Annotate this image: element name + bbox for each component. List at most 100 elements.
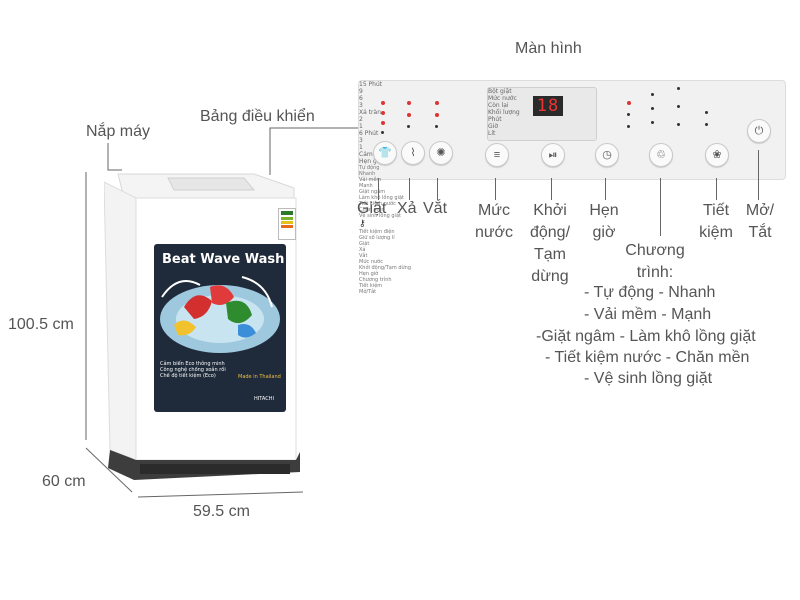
callout-line — [378, 178, 379, 200]
program-led — [627, 125, 630, 128]
spin-led — [435, 113, 439, 117]
water-level-button[interactable]: ≡ — [485, 143, 509, 167]
spin-opt-3: 1 — [359, 144, 363, 151]
program-item-4: - Tiết kiệm nước - Chăn mền — [545, 349, 750, 366]
screen-caption: Màn hình — [515, 40, 582, 57]
rinse-opt-2: 2 — [359, 116, 363, 123]
label-tiet-kiem: Tiết kiệm — [699, 202, 733, 241]
label-giat: Giặt — [357, 200, 387, 217]
feature-3: Chế độ tiết kiệm (Eco) — [160, 373, 216, 379]
callout-line — [409, 178, 410, 200]
program-led — [677, 87, 680, 90]
rinse-led — [407, 113, 411, 117]
program-led — [627, 113, 630, 116]
program-blanket: Chăn mền — [359, 207, 385, 213]
program-item-1: - Tự động - Nhanh — [584, 284, 716, 301]
program-led — [705, 111, 708, 114]
label-khoi-dong: Khởi động/ Tạm dừng — [529, 202, 571, 285]
program-fast: Nhanh — [359, 171, 376, 177]
callout-line — [758, 150, 759, 200]
program-led — [705, 123, 708, 126]
program-soak: Giặt ngâm — [359, 189, 386, 195]
callout-line — [716, 178, 717, 200]
program-strong: Mạnh — [359, 183, 373, 189]
timer-button-label: Hẹn giờ — [359, 271, 379, 277]
callout-line — [660, 178, 661, 236]
callout-line — [605, 178, 606, 200]
power-button-label: Mở/Tắt — [359, 289, 377, 295]
wash-opt-1: 15 Phút — [359, 81, 383, 88]
control-panel-closeup: 15 Phút 9 6 3 Xả tràn 2 1 6 Phút 3 1 Bột… — [358, 80, 786, 295]
label-xa: Xả — [397, 200, 417, 217]
spin-led — [435, 125, 438, 128]
rinse-led — [407, 101, 411, 105]
screen-label-min: Phút — [488, 116, 502, 123]
screen-label-hour: Giờ — [488, 123, 498, 130]
program-drytub: Làm khô lồng giặt — [359, 195, 404, 201]
program-eco-power: Tiết kiệm điện — [359, 229, 395, 235]
program-auto: Tự động — [359, 165, 380, 171]
depth-dim-line — [85, 447, 133, 493]
program-led — [627, 101, 631, 105]
label-muc-nuoc: Mức nước — [474, 202, 514, 241]
program-led — [651, 107, 654, 110]
spin-opt-2: 3 — [359, 137, 363, 144]
display-digits: 18 — [533, 96, 563, 116]
wash-button[interactable]: 👕 — [373, 141, 397, 165]
wash-opt-3: 6 — [359, 95, 363, 102]
control-panel-caption: Bảng điều khiển — [200, 108, 315, 125]
wash-led — [381, 131, 384, 134]
start-pause-button[interactable]: ⏯ — [541, 143, 565, 167]
program-keep: Giữ số lượng lí — [359, 235, 395, 241]
promo-card: Beat Wave Wash Cảm biến Eco thông minh C… — [154, 244, 286, 412]
program-tubclean: Vệ sinh lồng giặt — [359, 213, 401, 219]
depth-label: 60 cm — [42, 473, 86, 490]
washing-machine: Beat Wave Wash Cảm biến Eco thông minh C… — [103, 168, 302, 484]
eco-button[interactable]: ❀ — [705, 143, 729, 167]
rinse-opt-3: 1 — [359, 123, 363, 130]
eco-button-label: Tiết kiệm — [359, 283, 383, 289]
label-hen-gio: Hẹn giờ — [589, 202, 619, 241]
promo-features: Cảm biến Eco thông minh Công nghệ chống … — [154, 357, 286, 379]
panel-leader — [269, 127, 358, 175]
made-in-label: Made in Thailand — [238, 374, 281, 380]
program-button[interactable]: ♲ — [649, 143, 673, 167]
rinse-button[interactable]: ⌇ — [401, 141, 425, 165]
screen-label-load: Khối lượng — [488, 109, 520, 116]
width-label: 59.5 cm — [193, 503, 250, 520]
callout-line — [495, 178, 496, 200]
spin-opt-1: 6 Phút — [359, 130, 379, 137]
screen-label-water: Mức nước — [488, 95, 517, 102]
height-label: 100.5 cm — [8, 316, 74, 333]
program-delicate: Vải mềm — [359, 177, 382, 183]
water-level-label: Mức nước — [359, 259, 383, 265]
timer-label: Hẹn giờ — [359, 158, 383, 165]
width-dim-line — [137, 491, 304, 498]
wash-led — [381, 101, 385, 105]
power-button[interactable]: ⏻ — [747, 119, 771, 143]
wash-opt-4: 3 — [359, 102, 363, 109]
wash-opt-2: 9 — [359, 88, 363, 95]
brand-label: HITACHI — [254, 396, 274, 402]
program-eco-water: Tiết kiệm nước — [359, 201, 396, 207]
lid-caption: Nắp máy — [86, 123, 151, 140]
program-led — [677, 105, 680, 108]
lid-leader — [107, 143, 122, 171]
program-button-label: Chương trình — [359, 277, 392, 283]
start-pause-label: Khởi động/Tạm dừng — [359, 265, 412, 271]
screen-label-liter: Lít — [488, 130, 496, 137]
program-item-3: -Giặt ngâm - Làm khô lồng giặt — [536, 328, 756, 345]
wash-led — [381, 121, 385, 125]
spin-button[interactable]: ✺ — [429, 141, 453, 165]
callout-line — [437, 178, 438, 200]
screen-label-detergent: Bột giặt — [488, 88, 512, 95]
promo-image — [160, 276, 280, 353]
timer-button[interactable]: ◷ — [595, 143, 619, 167]
screen-label-remaining: Còn lại — [488, 102, 509, 109]
program-led — [651, 93, 654, 96]
program-heading: Chương trình: — [625, 242, 685, 281]
wash-button-label: Giặt — [359, 241, 370, 247]
label-mo-tat: Mở/ Tắt — [745, 202, 775, 241]
feature-2: Công nghệ chống xoắn rối — [160, 367, 226, 373]
rinse-button-label: Xả — [359, 247, 366, 253]
